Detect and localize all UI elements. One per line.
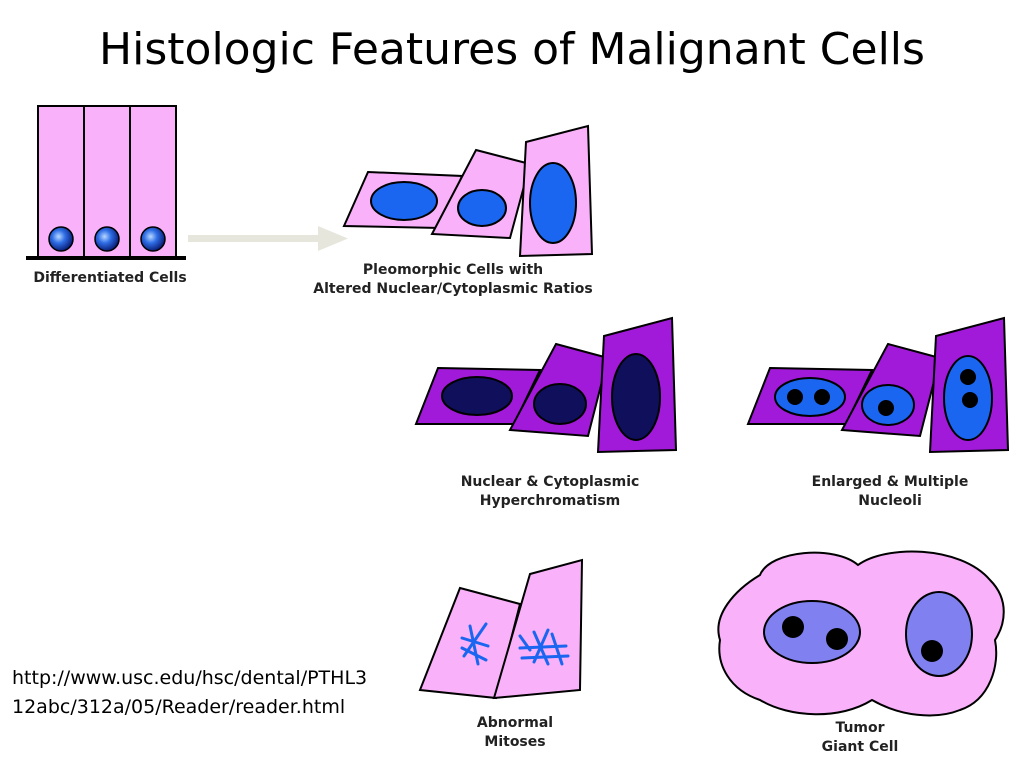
nucleolus	[787, 389, 803, 405]
differentiated-cells-illustration	[26, 105, 186, 260]
dark-nucleus	[611, 353, 661, 441]
nucleoli-illustration	[746, 316, 1010, 454]
enlarged-nucleus	[457, 189, 507, 227]
caption-differentiated-cells: Differentiated Cells	[33, 270, 187, 286]
nucleolus	[921, 640, 943, 662]
caption-nucleoli: Enlarged & Multiple Nucleoli	[811, 474, 969, 509]
mitotic-cell	[492, 558, 584, 700]
giant-nucleus	[905, 591, 973, 677]
enlarged-nucleus	[370, 181, 438, 221]
pleomorphic-cells-illustration	[342, 124, 594, 258]
hyperchromatism-illustration	[414, 316, 678, 454]
dark-nucleus	[441, 376, 513, 416]
slide-title: Histologic Features of Malignant Cells	[99, 24, 925, 75]
round-nucleus	[94, 226, 120, 252]
transition-arrow	[188, 226, 348, 251]
nucleolus	[782, 616, 804, 638]
nucleolus	[826, 628, 848, 650]
caption-abnormal-mitoses: Abnormal Mitoses	[476, 715, 554, 750]
nucleolus	[878, 400, 894, 416]
caption-tumor-giant-cell: Tumor Giant Cell	[821, 720, 899, 755]
round-nucleus	[48, 226, 74, 252]
nucleolus	[814, 389, 830, 405]
enlarged-nucleus	[529, 162, 577, 244]
caption-hyperchromatism: Nuclear & Cytoplasmic Hyperchromatism	[460, 474, 640, 509]
dark-nucleus	[533, 383, 587, 425]
round-nucleus	[140, 226, 166, 252]
nucleolus	[962, 392, 978, 408]
giant-cell-illustration	[717, 550, 1005, 717]
nucleus	[774, 377, 846, 417]
chromosome-figure	[460, 622, 570, 666]
mitoses-illustration	[418, 558, 584, 700]
caption-pleomorphic-cells: Pleomorphic Cells with Altered Nuclear/C…	[313, 262, 593, 297]
giant-nucleus	[763, 600, 861, 664]
nucleolus	[960, 369, 976, 385]
source-url-text: http://www.usc.edu/hsc/dental/PTHL312abc…	[12, 667, 368, 718]
